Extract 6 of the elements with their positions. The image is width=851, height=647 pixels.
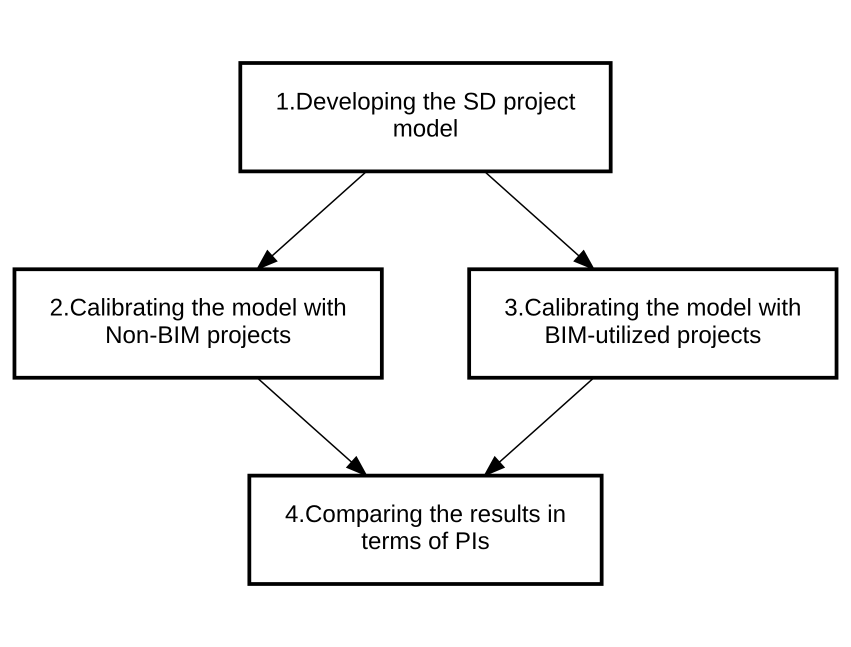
arrow [256,377,368,477]
node-box: 3.Calibrating the model with BIM-utilized projects [467,267,838,380]
node-box: 2.Calibrating the model with Non-BIM projects [12,267,384,380]
arrow [483,377,594,477]
node-box: 1.Developing the SD project model [238,61,613,174]
node-box: 4.Comparing the results in terms of PIs [247,474,604,586]
